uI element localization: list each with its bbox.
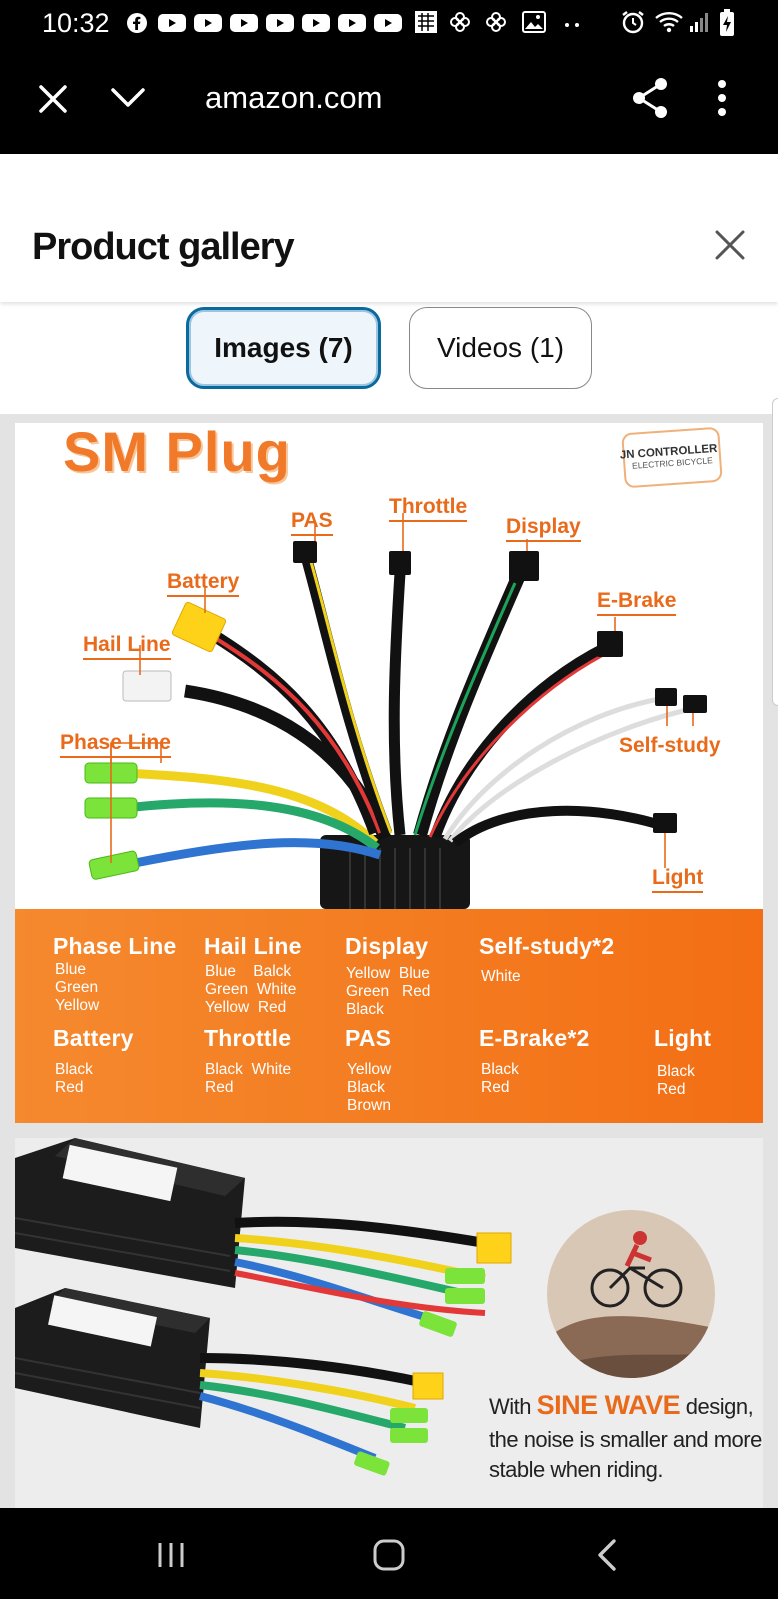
legend-display-line: Yellow Blue bbox=[346, 965, 430, 982]
legend-phase-line: Blue bbox=[55, 961, 87, 978]
legend-ebrake-line: Black bbox=[481, 1061, 519, 1078]
battery-charging-icon bbox=[720, 9, 734, 36]
wifi-icon bbox=[655, 12, 683, 33]
legend-throttle-line: Black White bbox=[205, 1061, 292, 1078]
youtube-icon bbox=[374, 14, 402, 32]
caption-suffix: design, bbox=[680, 1394, 754, 1419]
product-gallery-sheet: Product gallery Images (7) Videos (1) SM… bbox=[0, 154, 778, 1508]
browser-toolbar: amazon.com bbox=[0, 46, 778, 154]
callout-ebrake: E-Brake bbox=[597, 589, 677, 616]
pinwheel-icon bbox=[486, 12, 506, 32]
gallery-icon bbox=[522, 11, 546, 33]
status-bar: 10:32 bbox=[0, 0, 778, 46]
legend-battery-line: Red bbox=[55, 1079, 84, 1096]
legend-light-title: Light bbox=[654, 1025, 712, 1051]
legend-phase-line: Yellow bbox=[55, 997, 100, 1014]
image-gallery[interactable]: SM Plug JN CONTROLLER ELECTRIC BICYCLE bbox=[0, 414, 778, 1508]
legend-battery-line: Black bbox=[55, 1061, 93, 1078]
legend-hail-line: Blue Balck bbox=[205, 963, 292, 980]
caption-highlight: SINE WAVE bbox=[536, 1390, 681, 1420]
legend-display-line: Green Red bbox=[346, 983, 431, 1000]
url-text[interactable]: amazon.com bbox=[205, 80, 383, 115]
close-gallery-icon[interactable] bbox=[714, 229, 746, 261]
legend-hail-title: Hail Line bbox=[204, 933, 302, 959]
youtube-icon bbox=[230, 14, 258, 32]
legend-light-line: Black bbox=[657, 1063, 695, 1080]
callout-phase-line: Phase Line bbox=[60, 731, 171, 758]
legend-phase-title: Phase Line bbox=[53, 933, 177, 959]
legend-pas-line: Brown bbox=[347, 1097, 391, 1114]
system-nav-bar bbox=[0, 1508, 778, 1599]
caption-line-3: stable when riding. bbox=[489, 1457, 663, 1482]
recent-apps-icon[interactable] bbox=[156, 1540, 186, 1570]
caption-line-1: With SINE WAVE design, bbox=[489, 1390, 754, 1421]
legend-ebrake-title: E-Brake*2 bbox=[479, 1025, 590, 1051]
callout-throttle: Throttle bbox=[389, 495, 468, 522]
callout-light: Light bbox=[652, 866, 704, 893]
legend-display-title: Display bbox=[345, 933, 429, 959]
sheet-side-handle bbox=[772, 398, 778, 706]
callout-battery: Battery bbox=[167, 570, 240, 597]
youtube-icon bbox=[158, 14, 186, 32]
legend-hail-line: Yellow Red bbox=[205, 999, 287, 1016]
wire-color-legend: Phase Line Blue Green Yellow Hail Line B… bbox=[15, 909, 763, 1123]
image-heading: SM Plug bbox=[63, 423, 291, 483]
alarm-icon bbox=[622, 11, 644, 34]
gallery-image-wiring-diagram[interactable]: SM Plug JN CONTROLLER ELECTRIC BICYCLE bbox=[15, 423, 763, 1123]
sheet-header: Product gallery bbox=[0, 154, 778, 302]
legend-hail-line: Green White bbox=[205, 981, 297, 998]
tab-videos[interactable]: Videos (1) bbox=[409, 307, 592, 389]
tab-images[interactable]: Images (7) bbox=[186, 307, 381, 389]
close-icon[interactable] bbox=[38, 84, 68, 114]
controllers-illustration bbox=[15, 1138, 715, 1476]
youtube-icon bbox=[338, 14, 366, 32]
share-icon[interactable] bbox=[631, 77, 669, 119]
legend-self-study-line: White bbox=[481, 968, 521, 985]
callout-hail-line: Hail Line bbox=[83, 633, 171, 660]
grid-app-icon bbox=[415, 11, 437, 33]
sheet-title: Product gallery bbox=[32, 226, 295, 268]
back-icon[interactable] bbox=[596, 1538, 618, 1572]
youtube-icon bbox=[194, 14, 222, 32]
callout-pas: PAS bbox=[291, 509, 333, 536]
pinwheel-icon bbox=[450, 12, 470, 32]
legend-display-line: Black bbox=[346, 1001, 384, 1018]
legend-pas-line: Yellow bbox=[347, 1061, 392, 1078]
facebook-icon bbox=[127, 13, 147, 33]
legend-pas-line: Black bbox=[347, 1079, 385, 1096]
legend-phase-line: Green bbox=[55, 979, 99, 996]
legend-throttle-title: Throttle bbox=[204, 1025, 292, 1051]
gallery-image-controllers[interactable]: With SINE WAVE design, the noise is smal… bbox=[15, 1138, 763, 1508]
legend-battery-title: Battery bbox=[53, 1025, 134, 1051]
caption-line-2: the noise is smaller and more bbox=[489, 1427, 762, 1452]
legend-ebrake-line: Red bbox=[481, 1079, 510, 1096]
legend-light-line: Red bbox=[657, 1081, 686, 1098]
wiring-illustration bbox=[84, 513, 707, 909]
status-time: 10:32 bbox=[42, 8, 110, 38]
legend-pas-title: PAS bbox=[345, 1025, 392, 1051]
youtube-icon bbox=[266, 14, 294, 32]
callout-self-study: Self-study bbox=[619, 734, 721, 757]
legend-self-study-title: Self-study*2 bbox=[479, 933, 615, 959]
youtube-icon bbox=[302, 14, 330, 32]
more-vertical-icon[interactable] bbox=[716, 78, 728, 118]
callout-display: Display bbox=[506, 515, 581, 542]
home-icon[interactable] bbox=[372, 1538, 406, 1572]
caption-prefix: With bbox=[489, 1394, 537, 1419]
more-dots-icon bbox=[565, 23, 579, 27]
legend-throttle-line: Red bbox=[205, 1079, 234, 1096]
signal-icon bbox=[690, 13, 708, 32]
chevron-down-icon[interactable] bbox=[110, 86, 146, 110]
